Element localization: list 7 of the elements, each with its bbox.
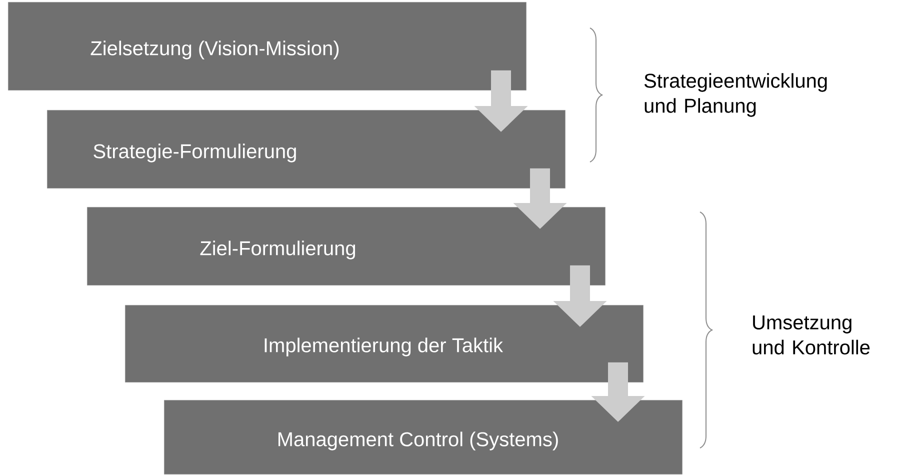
- process-box: Implementierung der Taktik: [125, 305, 644, 382]
- process-box: Zielsetzung (Vision-Mission): [8, 2, 526, 90]
- brace-label: Umsetzung und Kontrolle: [752, 316, 870, 354]
- brace-label: Strategieentwicklung und Planung: [644, 73, 827, 117]
- process-box: Strategie-Formulierung: [47, 110, 566, 188]
- process-box: Ziel-Formulierung: [87, 207, 606, 286]
- process-box: Management Control (Systems): [164, 400, 682, 474]
